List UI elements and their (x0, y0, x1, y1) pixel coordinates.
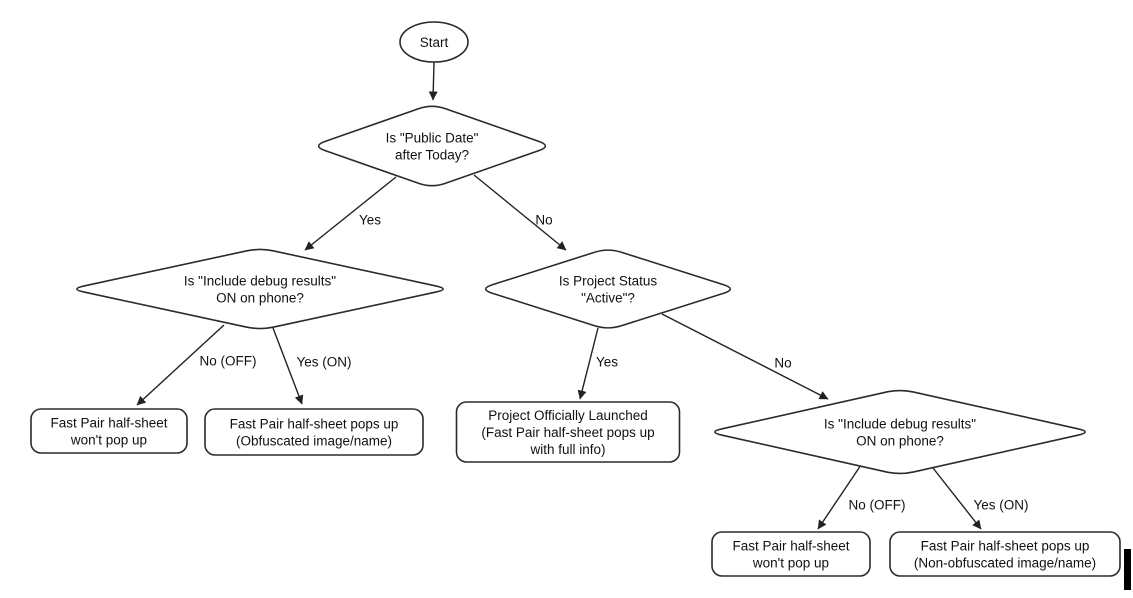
edge-public-date-yes: Yes (304, 176, 397, 251)
edge-debug-right-no-off: No (OFF) (817, 464, 906, 530)
edge-label-debug-right-yes-on: Yes (ON) (973, 498, 1028, 513)
node-start-terminal: Start (399, 21, 469, 63)
non-obfuscated-popup-result-shape (889, 531, 1121, 577)
node-debug-results-right-decision: Is "Include debug results"ON on phone? (714, 389, 1086, 475)
debug-results-left-decision-shape (76, 248, 444, 330)
public-date-decision-label: Is "Public Date"after Today? (386, 130, 479, 162)
launched-result-shape (455, 401, 681, 463)
public-date-decision-shape (317, 105, 547, 187)
launched-result-label: Project Officially Launched(Fast Pair ha… (481, 408, 654, 457)
no-popup-right-result-shape (711, 531, 871, 577)
edge-debug-left-no-off: No (OFF) (136, 324, 257, 406)
edge-public-date-no: No (473, 174, 567, 251)
no-popup-left-result-shape (30, 408, 188, 454)
edge-label-debug-left-no-off: No (OFF) (200, 354, 257, 369)
node-project-status-decision: Is Project Status"Active"? (484, 249, 732, 329)
debug-results-left-decision-label: Is "Include debug results"ON on phone? (184, 273, 336, 305)
node-launched-result: Project Officially Launched(Fast Pair ha… (455, 401, 681, 463)
start-terminal-shape (399, 21, 469, 63)
node-debug-results-left-decision: Is "Include debug results"ON on phone? (76, 248, 444, 330)
node-non-obfuscated-popup-result: Fast Pair half-sheet pops up(Non-obfusca… (889, 531, 1121, 577)
edge-project-status-yes: Yes (577, 327, 618, 400)
start-terminal-label: Start (420, 35, 449, 50)
edge-label-debug-left-yes-on: Yes (ON) (296, 355, 351, 370)
debug-results-right-decision-label: Is "Include debug results"ON on phone? (824, 416, 976, 448)
edge-project-status-no: No (661, 313, 829, 400)
edge-start-to-public-date (428, 61, 438, 101)
edge-label-public-date-no: No (535, 213, 552, 228)
edge-debug-right-yes-on: Yes (ON) (932, 467, 1029, 530)
project-status-decision-label: Is Project Status"Active"? (559, 273, 658, 305)
project-status-decision-shape (484, 249, 732, 329)
debug-results-right-decision-shape (714, 389, 1086, 475)
edge-label-debug-right-no-off: No (OFF) (849, 498, 906, 513)
non-obfuscated-popup-result-label: Fast Pair half-sheet pops up(Non-obfusca… (914, 538, 1096, 570)
text-cursor-bar (1124, 549, 1131, 590)
edge-label-project-status-yes: Yes (596, 355, 618, 370)
obfuscated-popup-result-label: Fast Pair half-sheet pops up(Obfuscated … (230, 416, 399, 448)
node-public-date-decision: Is "Public Date"after Today? (317, 105, 547, 187)
obfuscated-popup-result-shape (204, 408, 424, 456)
edge-label-project-status-no: No (774, 356, 791, 371)
edge-debug-left-yes-on: Yes (ON) (272, 327, 352, 405)
node-obfuscated-popup-result: Fast Pair half-sheet pops up(Obfuscated … (204, 408, 424, 456)
edge-label-public-date-yes: Yes (359, 213, 381, 228)
